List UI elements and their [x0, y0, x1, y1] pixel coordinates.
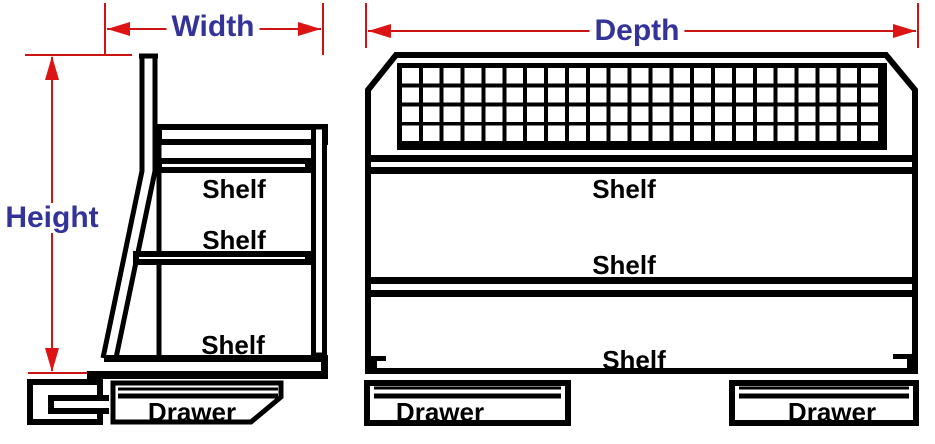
front-rail-1-bottom — [371, 167, 912, 174]
height-dimension-label: Height — [0, 203, 104, 233]
side-top-shelf-band — [156, 124, 328, 145]
front-view-shelf-label-2: Shelf — [592, 250, 656, 280]
height-arrow-up-icon — [45, 56, 59, 80]
front-rail-2-top — [371, 277, 912, 284]
width-arrow-right-icon — [298, 22, 321, 36]
side-base-bottom-plate — [87, 371, 328, 379]
depth-arrow-left-icon — [368, 24, 391, 38]
front-left-foot-stub — [371, 356, 386, 361]
dimension-arrowheads — [45, 22, 916, 372]
front-right-foot — [907, 354, 913, 371]
floor-bracket-notch — [48, 395, 109, 414]
front-left-foot — [371, 356, 377, 372]
width-dimension-label: Width — [166, 12, 260, 42]
front-right-foot-stub — [893, 354, 913, 359]
side-view-shelf-label-2: Shelf — [202, 225, 266, 255]
depth-arrow-right-icon — [893, 24, 916, 38]
width-arrow-left-icon — [107, 22, 130, 36]
side-base-right-cap — [321, 355, 328, 379]
front-view-shelf-label-3: Shelf — [602, 345, 666, 375]
side-back-post-outer-line — [100, 54, 145, 359]
depth-dimension-label: Depth — [589, 16, 685, 46]
side-top-rail-band — [156, 158, 311, 173]
front-rail-1-top — [371, 155, 912, 162]
side-drawer-outline — [110, 380, 284, 425]
front-drawer-right-outline — [729, 380, 919, 426]
height-arrow-down-icon — [45, 348, 59, 372]
front-drawer-left-outline — [364, 380, 571, 426]
side-base-top-line — [104, 355, 328, 362]
side-view-line-art — [27, 53, 328, 425]
side-view-drawer-label: Drawer — [147, 397, 237, 427]
side-right-post — [311, 124, 327, 358]
side-view-shelf-label-1: Shelf — [202, 174, 266, 204]
front-rail-2-bottom — [371, 290, 912, 297]
side-middle-shelf-band — [133, 251, 311, 265]
mesh-grid-panel — [397, 63, 887, 150]
side-view-shelf-label-3: Shelf — [201, 330, 265, 360]
side-back-post-inner-line — [113, 54, 158, 359]
front-view-drawer-label-right: Drawer — [787, 397, 877, 427]
front-view-shelf-label-1: Shelf — [592, 174, 656, 204]
front-view-drawer-label-left: Drawer — [395, 397, 485, 427]
